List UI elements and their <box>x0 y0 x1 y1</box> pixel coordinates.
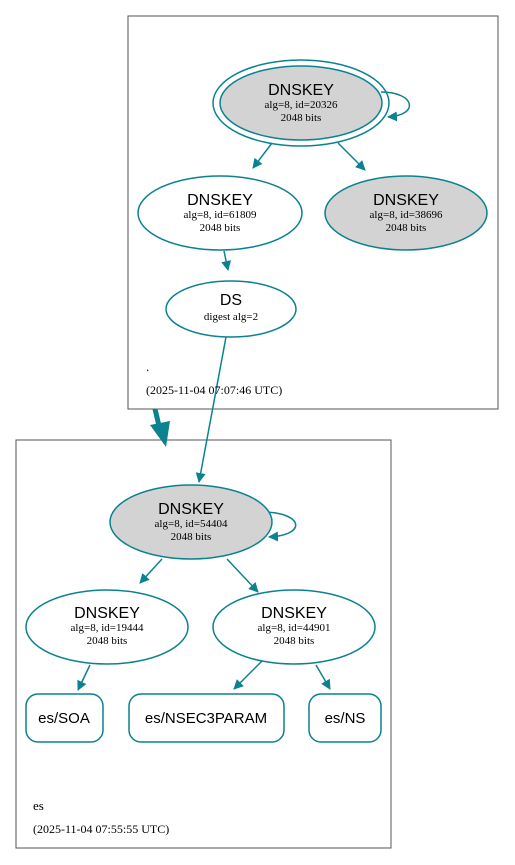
edge-es-ksk-zsk2 <box>226 558 259 593</box>
node-root-ds-digest: digest alg=2 <box>204 311 258 323</box>
edge-zsk2-ns <box>315 664 331 690</box>
node-root-zsk2: DNSKEY alg=8, id=38696 2048 bits <box>324 175 488 251</box>
node-root-zsk2-bits: 2048 bits <box>386 222 427 234</box>
zone-timestamp-es: (2025-11-04 07:55:55 UTC) <box>33 822 169 836</box>
node-root-zsk1: DNSKEY alg=8, id=61809 2048 bits <box>137 175 303 251</box>
node-root-ds-type: DS <box>220 292 242 309</box>
node-es-ksk-bits: 2048 bits <box>171 531 212 543</box>
node-es-zsk1: DNSKEY alg=8, id=19444 2048 bits <box>25 589 189 665</box>
node-es-ksk-alg: alg=8, id=54404 <box>155 518 228 530</box>
node-es-ksk: DNSKEY alg=8, id=54404 2048 bits <box>109 484 273 560</box>
zone-box-root <box>127 15 499 410</box>
node-es-nsec3param-label: es/NSEC3PARAM <box>145 710 267 727</box>
node-es-zsk2-type: DNSKEY <box>261 605 327 622</box>
delegation-arrow <box>150 408 170 447</box>
node-root-zsk1-bits: 2048 bits <box>200 222 241 234</box>
node-es-zsk1-bits: 2048 bits <box>87 635 128 647</box>
edge-es-ksk-self <box>261 511 297 542</box>
node-es-soa: es/SOA <box>25 693 104 743</box>
node-es-zsk2: DNSKEY alg=8, id=44901 2048 bits <box>212 589 376 665</box>
node-es-ns-label: es/NS <box>325 710 366 727</box>
node-es-soa-label: es/SOA <box>38 710 90 727</box>
edge-root-ksk-self <box>380 91 410 122</box>
node-es-ns: es/NS <box>308 693 382 743</box>
node-es-zsk1-type: DNSKEY <box>74 605 140 622</box>
node-es-zsk2-bits: 2048 bits <box>274 635 315 647</box>
edge-zsk1-ds <box>221 250 232 271</box>
node-es-nsec3param: es/NSEC3PARAM <box>128 693 285 743</box>
edge-es-ksk-zsk1 <box>139 558 163 584</box>
edge-zsk1-soa <box>77 664 91 691</box>
node-root-zsk2-type: DNSKEY <box>373 192 439 209</box>
edge-ds-es-ksk <box>195 336 227 483</box>
node-es-ksk-type: DNSKEY <box>158 501 224 518</box>
edge-root-ksk-zsk1 <box>252 142 273 169</box>
node-root-zsk1-alg: alg=8, id=61809 <box>184 209 257 221</box>
node-root-ds: DS digest alg=2 <box>165 280 297 338</box>
node-root-ksk: DNSKEY alg=8, id=20326 2048 bits <box>212 59 390 147</box>
zone-timestamp-root: (2025-11-04 07:07:46 UTC) <box>146 383 282 397</box>
node-root-ksk-alg: alg=8, id=20326 <box>265 99 338 111</box>
zone-box-es <box>15 439 392 849</box>
zone-name-es: es <box>33 798 44 813</box>
node-root-ksk-bits: 2048 bits <box>281 112 322 124</box>
node-root-zsk1-type: DNSKEY <box>187 192 253 209</box>
edge-root-ksk-zsk2 <box>337 142 366 171</box>
node-root-zsk2-alg: alg=8, id=38696 <box>370 209 443 221</box>
edge-zsk2-nsec3 <box>233 660 263 690</box>
node-root-ksk-type: DNSKEY <box>268 82 334 99</box>
node-es-zsk2-alg: alg=8, id=44901 <box>258 622 331 634</box>
node-es-zsk1-alg: alg=8, id=19444 <box>71 622 144 634</box>
zone-name-root: . <box>146 359 149 374</box>
